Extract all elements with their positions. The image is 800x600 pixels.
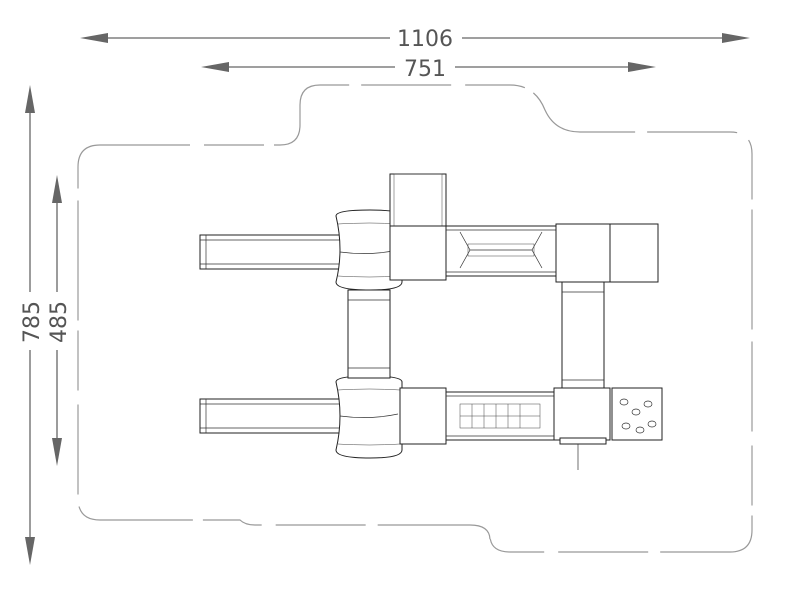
upper-bridge [445, 225, 557, 277]
climbing-hold [643, 400, 653, 408]
tower-deck-lower-right [553, 387, 611, 470]
slide-hood-lower [335, 375, 403, 459]
dimension-inner-depth: 485 [47, 175, 72, 466]
dimension-inner-depth-label: 485 [47, 301, 72, 343]
slide-upper [199, 234, 341, 270]
dimension-overall-width-label: 1106 [397, 27, 453, 52]
tower-deck-upper-right [555, 223, 659, 283]
dimension-overall-depth: 785 [20, 85, 45, 565]
climbing-hold [635, 426, 645, 434]
climbing-hold [619, 398, 629, 406]
mesh-tunnel-left [347, 289, 391, 379]
dimension-inner-width: 751 [201, 57, 656, 82]
access-platform-top [389, 173, 447, 281]
slide-lower [199, 398, 341, 434]
dimension-overall-depth-label: 785 [20, 301, 45, 343]
safety-zone-boundary [77, 84, 753, 553]
lower-bridge [445, 391, 555, 441]
dimension-inner-width-label: 751 [404, 57, 446, 82]
climbing-hold [621, 422, 631, 430]
climbing-hold [647, 420, 657, 428]
tower-deck-lower-left [399, 387, 447, 445]
climbing-hold [631, 408, 641, 416]
dimension-overall-width: 1106 [80, 27, 750, 52]
climbing-wall [611, 387, 663, 441]
mesh-tunnel-right [561, 281, 605, 391]
